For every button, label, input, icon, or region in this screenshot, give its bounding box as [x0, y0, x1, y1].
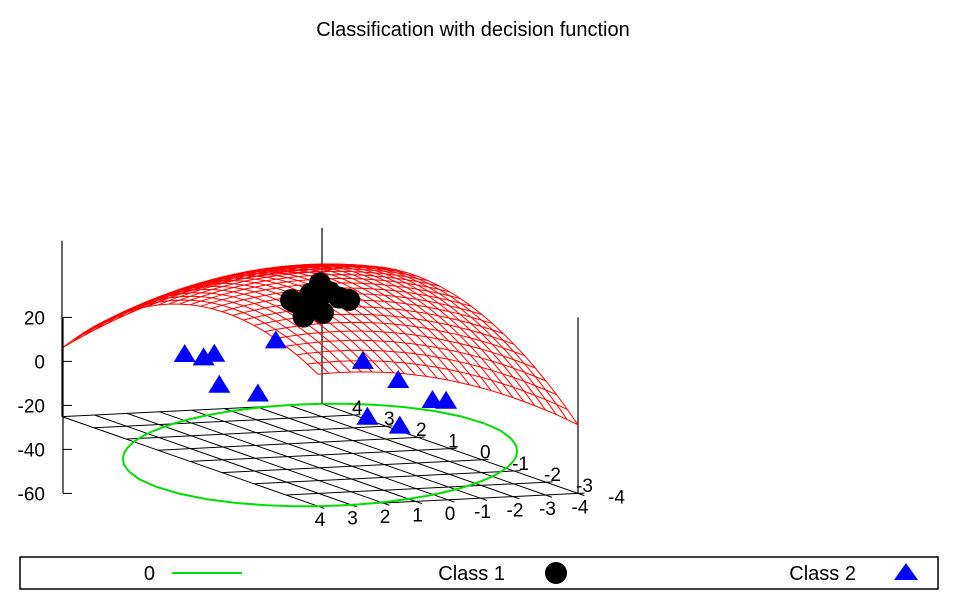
y-tick-label: -1: [512, 454, 529, 475]
y-tick-label: 3: [384, 409, 395, 430]
z-tick-label: -60: [18, 484, 45, 505]
surface-line-y: [72, 268, 333, 341]
base-grid: [61, 402, 585, 509]
legend-label-class-1: Class 1: [438, 563, 505, 585]
y-tick-label: 1: [448, 431, 459, 452]
grid-line-x: [126, 412, 384, 504]
grid-line-x: [94, 414, 351, 506]
surface-line-y: [61, 271, 323, 349]
z-axis: 20 0 -20 -40 -60: [18, 308, 72, 505]
y-tick-label: 4: [352, 398, 363, 419]
x-tick-label: 1: [412, 505, 423, 526]
y-tick-label: -4: [608, 487, 625, 508]
z-tick-label: -40: [18, 440, 45, 461]
x-tick-label: -2: [507, 501, 524, 522]
point-class-2: [387, 370, 410, 388]
contour-boundary-line: [121, 402, 519, 508]
grid-line-y: [93, 414, 355, 429]
x-tick-mark: [512, 496, 520, 500]
chart-title: Classification with decision function: [316, 19, 630, 41]
x-tick-label: 3: [347, 509, 358, 530]
x-tick-mark: [447, 499, 455, 503]
x-tick-label: 2: [380, 507, 391, 528]
x-tick-mark: [415, 500, 423, 505]
x-tick-mark: [545, 494, 553, 498]
grid-line-y: [157, 436, 419, 451]
y-tick-label: 0: [480, 443, 491, 464]
point-class-2: [351, 350, 374, 369]
point-class-2: [264, 330, 287, 349]
point-class-1: [280, 289, 303, 312]
x-tick-label: 0: [445, 504, 456, 525]
grid-line-x: [61, 416, 319, 507]
x-tick-label: 4: [315, 510, 326, 531]
legend: 0 Class 1 Class 2: [19, 556, 939, 590]
legend-swatch-class-1: [545, 562, 567, 584]
x-tick-label: -4: [572, 497, 589, 518]
grid-line-x: [159, 411, 416, 502]
data-points: [173, 272, 458, 434]
point-class-1: [338, 288, 361, 311]
legend-label-boundary: 0: [144, 563, 155, 585]
y-tick-label: 2: [416, 420, 427, 441]
grid-line-y: [125, 425, 387, 440]
point-class-2: [203, 343, 226, 362]
z-tick-label: -20: [18, 396, 45, 417]
point-class-1: [292, 305, 315, 328]
point-class-2: [173, 344, 196, 362]
point-class-2: [208, 374, 231, 393]
surface-line-x: [83, 295, 341, 373]
x-tick-mark: [480, 497, 488, 501]
point-class-2: [421, 390, 444, 408]
x-tick-label: -3: [539, 499, 556, 520]
decision-boundary-contour: [121, 402, 519, 508]
x-tick-mark: [382, 502, 390, 506]
point-class-2: [246, 383, 269, 402]
point-class-2: [356, 406, 379, 425]
grid-line-y: [189, 448, 451, 462]
x-tick-label: -1: [474, 502, 491, 523]
z-tick-label: 0: [34, 352, 45, 373]
legend-swatch-class-2: [894, 563, 918, 580]
y-tick-label: -2: [544, 465, 561, 486]
legend-label-class-2: Class 2: [789, 563, 856, 585]
point-class-1: [309, 272, 331, 295]
y-tick-label: -3: [576, 476, 593, 497]
z-tick-label: 20: [24, 308, 45, 329]
point-class-2: [388, 415, 411, 434]
